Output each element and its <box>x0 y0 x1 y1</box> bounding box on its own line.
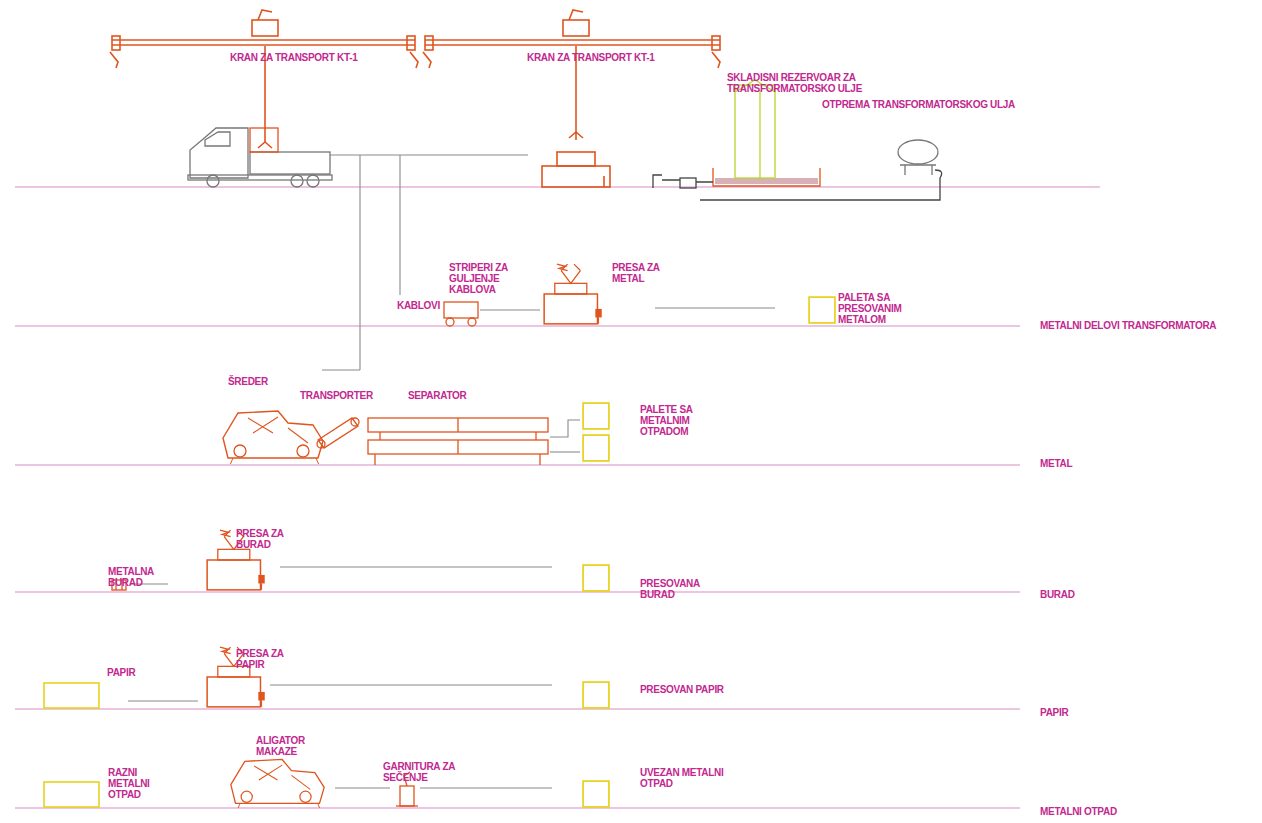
equipment-label: ALIGATOR MAKAZE <box>256 735 318 757</box>
equipment-label: RAZNI METALNI OTPAD <box>108 767 166 800</box>
equipment-label: GARNITURA ZA SEČENJE <box>383 761 469 783</box>
equipment-label: PAPIR <box>107 667 135 678</box>
equipment-label: PRESA ZA METAL <box>612 262 674 284</box>
equipment-label: PRESOVANA BURAD <box>640 578 724 600</box>
equipment-label: SKLADISNI REZERVOAR ZA TRANSFORMATORSKO … <box>727 72 892 94</box>
equipment-label: METALNA BURAD <box>108 566 166 588</box>
equipment-label: METALNI OTPAD <box>1040 806 1117 817</box>
equipment-label: PRESA ZA PAPIR <box>236 648 298 670</box>
equipment-label: KABLOVI <box>397 300 440 311</box>
equipment-label: OTPREMA TRANSFORMATORSKOG ULJA <box>822 99 1015 110</box>
equipment-label: ŠREDER <box>228 376 268 387</box>
equipment-label: STRIPERI ZA GULJENJE KABLOVA <box>449 262 521 295</box>
equipment-label: METALNI DELOVI TRANSFORMATORA <box>1040 320 1216 331</box>
equipment-label: PALETE SA METALNIM OTPADOM <box>640 404 726 437</box>
equipment-label: PAPIR <box>1040 707 1068 718</box>
equipment-label: KRAN ZA TRANSPORT KT-1 <box>230 52 357 63</box>
equipment-label: SEPARATOR <box>408 390 466 401</box>
equipment-label: KRAN ZA TRANSPORT KT-1 <box>527 52 654 63</box>
equipment-label: PRESOVAN PAPIR <box>640 684 724 695</box>
equipment-label: UVEZAN METALNI OTPAD <box>640 767 724 789</box>
equipment-label: METAL <box>1040 458 1072 469</box>
equipment-label: PALETA SA PRESOVANIM METALOM <box>838 292 938 325</box>
equipment-label: TRANSPORTER <box>300 390 373 401</box>
equipment-label: PRESA ZA BURAD <box>236 528 298 550</box>
equipment-label: BURAD <box>1040 589 1075 600</box>
